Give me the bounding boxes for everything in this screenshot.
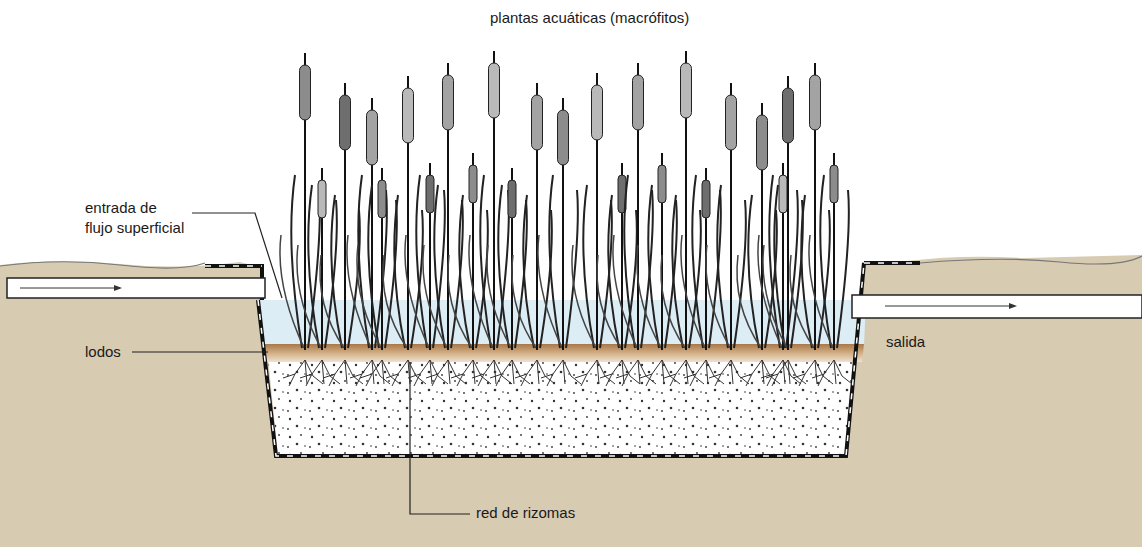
root	[283, 360, 323, 386]
flow-arrow	[20, 288, 120, 289]
liner-top-left-dash	[205, 265, 262, 267]
leaf	[538, 235, 562, 348]
leaf	[641, 190, 653, 348]
label: entrada de flujo superficial	[85, 198, 187, 237]
leaf	[734, 200, 746, 348]
cattail-spike	[633, 75, 644, 130]
leaf	[448, 255, 472, 348]
outlet-pipe	[852, 295, 1142, 318]
cattail-spike	[681, 63, 692, 118]
cattail-spike	[378, 180, 386, 218]
cattail-spike	[702, 180, 710, 218]
cattail-spike	[830, 165, 838, 203]
root	[766, 360, 806, 386]
label: plantas acuáticas (macrófitos)	[490, 8, 689, 28]
leader-line	[192, 213, 282, 298]
leaf	[681, 235, 705, 348]
root	[426, 360, 466, 386]
cattail-spike	[443, 75, 454, 130]
leaf	[331, 195, 342, 348]
leaf	[613, 235, 637, 348]
label: red de rizomas	[476, 503, 575, 523]
leaf	[383, 255, 407, 348]
root	[684, 360, 724, 386]
root	[323, 360, 363, 386]
root	[300, 360, 340, 386]
flow-arrow	[885, 306, 1015, 307]
flow-arrowhead	[114, 285, 122, 291]
cattail-spike	[779, 175, 787, 213]
leaf	[809, 235, 833, 348]
cattail-spike	[426, 175, 434, 213]
leaf	[394, 195, 405, 348]
root	[616, 360, 656, 386]
cattail-spike	[783, 88, 794, 143]
root	[812, 360, 852, 386]
root	[472, 360, 512, 386]
leaf	[459, 195, 470, 348]
cattail-spike	[469, 165, 477, 203]
plants	[280, 51, 852, 386]
cattail-spike	[532, 95, 543, 150]
liner-top-right	[864, 261, 920, 265]
leaf	[320, 255, 344, 348]
cattail-spike	[300, 65, 311, 120]
cattail-spike	[592, 85, 603, 140]
root	[664, 360, 704, 386]
cattail-spike	[726, 95, 737, 150]
root	[793, 360, 833, 386]
leaf	[706, 245, 730, 348]
leaf	[837, 190, 849, 348]
leaf	[487, 245, 511, 348]
cattail-spike	[558, 110, 569, 165]
leaf	[748, 195, 759, 348]
leaf	[512, 255, 536, 348]
leader-line	[410, 362, 470, 514]
leaf	[357, 245, 381, 348]
leaf	[737, 255, 761, 348]
surface-line	[920, 256, 1142, 264]
leaf	[523, 195, 534, 348]
surface-line	[0, 262, 205, 268]
root	[490, 360, 530, 386]
label: salida	[886, 332, 925, 352]
leaf	[347, 235, 371, 348]
leaf	[423, 245, 447, 348]
root	[541, 360, 581, 386]
liner-top-right-dash	[864, 262, 920, 264]
root	[408, 360, 448, 386]
leader-line	[132, 351, 268, 352]
cattail-spike	[403, 88, 414, 143]
cattail-spike	[318, 180, 326, 218]
cattail-spike	[340, 95, 351, 150]
cattail-spike	[757, 115, 768, 170]
cattail-spike	[489, 63, 500, 118]
cattail-spike	[810, 75, 821, 130]
inlet-pipe	[7, 278, 265, 298]
cattail-spike	[508, 180, 516, 218]
root	[709, 360, 749, 386]
leaf	[572, 245, 596, 348]
cattail-spike	[658, 165, 666, 203]
root	[600, 360, 640, 386]
leaf	[763, 245, 787, 348]
leaf	[637, 245, 661, 348]
label: lodos	[85, 342, 121, 362]
root	[386, 360, 426, 386]
leaf	[665, 200, 677, 348]
root	[575, 360, 615, 386]
cattail-spike	[367, 110, 378, 165]
leaf	[597, 255, 621, 348]
flow-arrowhead	[1009, 303, 1017, 309]
leaf	[297, 245, 321, 348]
root	[640, 360, 680, 386]
